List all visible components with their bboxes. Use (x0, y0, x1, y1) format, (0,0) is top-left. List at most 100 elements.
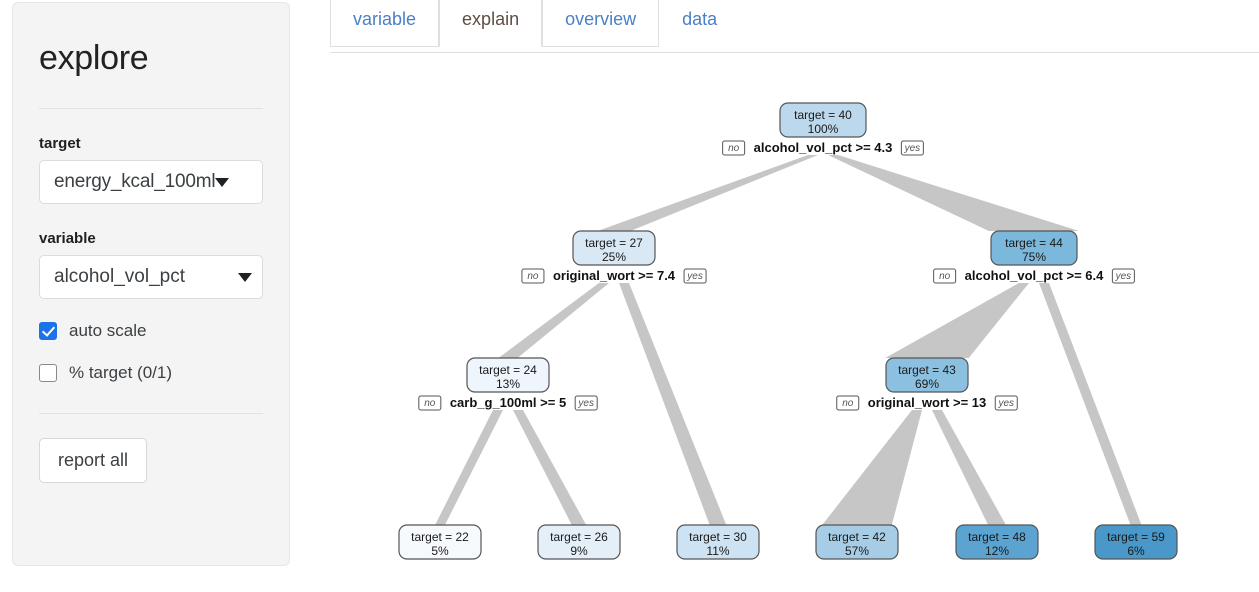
node-pct-label: 11% (706, 544, 729, 558)
tree-edge-n4-n9 (932, 410, 1006, 525)
node-box (572, 230, 656, 266)
node-pct-label: 13% (496, 377, 520, 391)
tree-edges-layer (435, 155, 1142, 525)
node-box (779, 102, 867, 138)
tree-leaf-node[interactable]: target = 269% (537, 524, 621, 560)
tree-leaf-node[interactable]: target = 225% (398, 524, 482, 560)
node-box (990, 230, 1078, 266)
tree-edge-n2-n4 (885, 283, 1029, 358)
yes-badge-label: yes (904, 143, 921, 154)
target-select-value: energy_kcal_100ml (54, 171, 216, 192)
target-select[interactable]: energy_kcal_100ml (39, 160, 263, 204)
auto-scale-row[interactable]: auto scale (39, 321, 263, 341)
no-badge-box (418, 395, 442, 411)
node-pct-label: 100% (808, 122, 839, 136)
node-box (537, 524, 621, 560)
yes-badge-label: yes (997, 398, 1014, 409)
tab-variable[interactable]: variable (330, 0, 440, 47)
node-target-label: target = 42 (828, 530, 886, 544)
node-target-label: target = 59 (1107, 530, 1165, 544)
node-split-condition: original_wort >= 7.4 (553, 268, 676, 283)
pct-target-row[interactable]: % target (0/1) (39, 363, 263, 383)
node-box (815, 524, 899, 560)
tree-edge-n3-n5 (435, 410, 503, 525)
target-label: target (39, 135, 81, 152)
node-pct-label: 5% (431, 544, 449, 558)
yes-badge-box (683, 268, 707, 284)
node-target-label: target = 22 (411, 530, 469, 544)
yes-badge-label: yes (1115, 271, 1132, 282)
yes-badge-box (574, 395, 598, 411)
yes-badge-box (1111, 268, 1135, 284)
node-pct-label: 25% (602, 250, 626, 264)
auto-scale-label: auto scale (69, 321, 147, 340)
yes-badge-box (900, 140, 924, 156)
sidebar-panel: explore target energy_kcal_100ml variabl… (12, 2, 290, 566)
tab-data[interactable]: data (682, 9, 718, 29)
tab-explain[interactable]: explain (439, 0, 543, 47)
tab-overview[interactable]: overview (542, 0, 660, 47)
variable-select[interactable]: alcohol_vol_pct (39, 255, 263, 299)
chevron-down-icon (215, 177, 230, 187)
node-target-label: target = 43 (898, 363, 956, 377)
no-badge-box (521, 268, 545, 284)
auto-scale-checkbox[interactable] (39, 322, 57, 340)
node-split-condition: alcohol_vol_pct >= 6.4 (965, 268, 1104, 283)
chevron-down-icon (238, 272, 252, 282)
node-target-label: target = 40 (794, 108, 852, 122)
sidebar-divider-bottom (39, 413, 263, 414)
node-box (1094, 524, 1178, 560)
no-badge-label: no (939, 271, 951, 282)
variable-select-value: alcohol_vol_pct (54, 266, 185, 287)
node-split-condition: carb_g_100ml >= 5 (450, 395, 566, 410)
pct-target-checkbox[interactable] (39, 364, 57, 382)
node-box (955, 524, 1039, 560)
node-target-label: target = 30 (689, 530, 747, 544)
report-all-button[interactable]: report all (39, 438, 148, 483)
node-pct-label: 6% (1127, 544, 1145, 558)
yes-badge-label: yes (686, 271, 703, 282)
tree-edge-n0-n2 (828, 155, 1080, 231)
yes-badge-box (994, 395, 1018, 411)
no-badge-label: no (527, 271, 539, 282)
node-target-label: target = 24 (479, 363, 537, 377)
no-badge-label: no (728, 143, 740, 154)
node-pct-label: 57% (845, 544, 869, 558)
tree-edge-n1-n7 (619, 283, 727, 525)
node-pct-label: 12% (985, 544, 1009, 558)
tree-leaf-node[interactable]: target = 596% (1094, 524, 1178, 560)
yes-badge-label: yes (577, 398, 594, 409)
node-target-label: target = 44 (1005, 236, 1063, 250)
node-pct-label: 75% (1022, 250, 1046, 264)
variable-label: variable (39, 230, 96, 247)
node-box (466, 357, 550, 393)
node-box (885, 357, 969, 393)
node-pct-label: 9% (570, 544, 588, 558)
app-title: explore (39, 39, 149, 77)
no-badge-label: no (842, 398, 854, 409)
tree-edge-n2-n10 (1039, 283, 1142, 525)
node-box (398, 524, 482, 560)
pct-target-label: % target (0/1) (69, 363, 172, 382)
no-badge-box (836, 395, 860, 411)
no-badge-box (722, 140, 746, 156)
tree-edge-n0-n1 (597, 155, 818, 231)
node-target-label: target = 27 (585, 236, 643, 250)
tree-edge-n3-n6 (513, 410, 587, 525)
node-split-condition: original_wort >= 13 (868, 395, 987, 410)
node-target-label: target = 26 (550, 530, 608, 544)
tab-bottom-border (330, 52, 1259, 53)
